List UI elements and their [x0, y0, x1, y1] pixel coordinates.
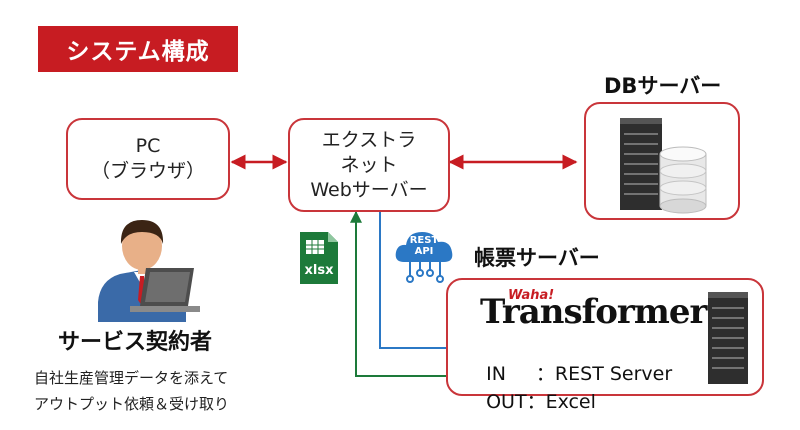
- user-avatar-icon: [98, 220, 200, 322]
- report-server-label: 帳票サーバー: [474, 246, 600, 270]
- db-server-node: [584, 102, 740, 220]
- io-in-value: ：REST Server: [535, 363, 673, 385]
- io-out-label: OUT: [486, 391, 527, 413]
- io-in-row: IN ：REST Server: [474, 337, 672, 386]
- io-out-row: OUT：Excel: [474, 365, 596, 414]
- web-label-line2: ネット: [340, 153, 398, 176]
- page-title: システム構成: [38, 26, 238, 72]
- io-out-value: ：Excel: [526, 391, 596, 413]
- rest-label: REST: [409, 235, 439, 246]
- database-icon: [659, 146, 707, 214]
- laptop-icon: [130, 268, 200, 312]
- io-in-label: IN: [486, 363, 506, 385]
- logo-transformer-text: Transformer: [480, 292, 707, 332]
- user-description-line2: アウトプット依頼＆受け取り: [34, 395, 230, 413]
- xlsx-label: xlsx: [304, 263, 334, 278]
- pc-label: PC: [135, 135, 161, 157]
- db-server-label: DBサーバー: [604, 74, 722, 98]
- pc-sublabel: （ブラウザ）: [90, 160, 205, 182]
- waha-transformer-logo: Waha! Transformer: [480, 288, 707, 334]
- api-label: API: [414, 246, 434, 257]
- web-label-line3: Webサーバー: [310, 178, 428, 201]
- pc-node: PC （ブラウザ）: [66, 118, 230, 200]
- xlsx-file-icon: xlsx: [298, 230, 340, 286]
- user-description-line1: 自社生産管理データを添えて: [34, 369, 229, 387]
- logo-waha-text: Waha!: [508, 288, 555, 303]
- web-label-line1: エクストラ: [321, 128, 417, 151]
- web-server-node: エクストラ ネット Webサーバー: [288, 118, 450, 212]
- in-flow-arrow: [379, 212, 464, 354]
- server-rack-icon: [620, 118, 707, 214]
- rest-api-icon: REST API: [390, 222, 462, 286]
- user-label: サービス契約者: [58, 330, 213, 355]
- out-flow-arrow: [350, 210, 472, 377]
- report-server-rack-icon: [708, 292, 748, 384]
